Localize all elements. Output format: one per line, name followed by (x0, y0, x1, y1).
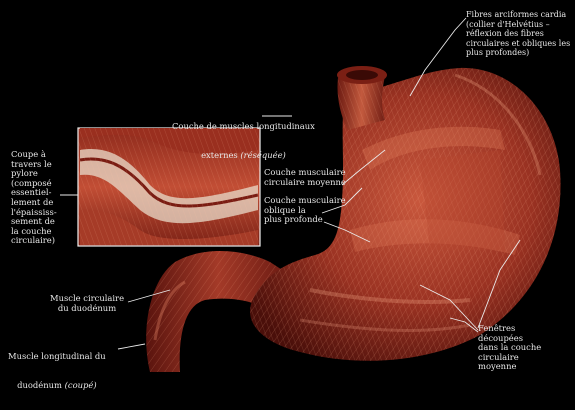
esophagus (337, 66, 387, 130)
label-duodenum-circular: Muscle circulaire du duodénum (50, 294, 124, 313)
label-fenetres: Fenêtres découpées dans la couche circul… (478, 324, 541, 372)
label-duodenum-long-line1: Muscle longitudinal du (8, 352, 106, 362)
label-coupe-pylore: Coupe à travers le pylore (composé essen… (11, 150, 57, 246)
label-duodenum-long-duodenum: duodénum (17, 380, 62, 390)
label-oblique-layer: Couche musculaire oblique la plus profon… (264, 196, 346, 225)
label-fibres-arciformes: Fibres arciformes cardia (collier d'Helv… (466, 10, 570, 58)
label-duodenum-longitudinal: Muscle longitudinal du duodénum (coupé) (8, 333, 106, 410)
label-longitudinal-externes: externes (201, 150, 238, 160)
label-longitudinal-resequee: (réséquée) (240, 150, 285, 160)
label-duodenum-long-coupe: (coupé) (65, 380, 97, 390)
label-longitudinal-line1: Couche de muscles longitudinaux (172, 122, 315, 132)
label-longitudinal-line2: externes (réséquée) (172, 151, 315, 161)
anatomy-illustration: Fibres arciformes cardia (collier d'Helv… (0, 0, 575, 374)
label-circular-layer: Couche musculaire circulaire moyenne (264, 168, 346, 187)
label-duodenum-long-line2: duodénum (coupé) (8, 381, 106, 391)
